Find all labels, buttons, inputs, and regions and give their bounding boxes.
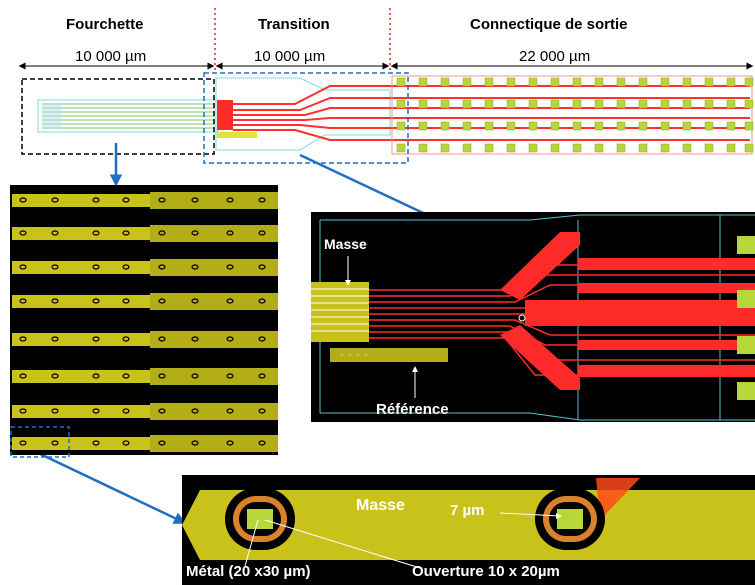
dimension-transition: 10 000 µm: [254, 48, 326, 65]
select-box-tip: [10, 426, 70, 458]
overview-pads: [396, 77, 754, 153]
header-fourchette: Fourchette: [66, 16, 144, 33]
via-left: [225, 488, 295, 550]
label-metal: Métal (20 x30 µm): [186, 563, 311, 580]
fourchette-holes: [19, 197, 266, 446]
header-connectique: Connectique de sortie: [470, 16, 628, 33]
label-ouverture: Ouverture 10 x 20µm: [412, 563, 560, 580]
label-masse-transition: Masse: [324, 236, 367, 252]
label-7um: 7 µm: [450, 502, 485, 519]
arrow-to-tip-zoom: [35, 450, 187, 524]
label-masse-tip: Masse: [356, 497, 405, 514]
dimension-connectique: 22 000 µm: [519, 48, 591, 65]
transition-zoom: [311, 212, 755, 422]
header-transition: Transition: [258, 16, 330, 33]
select-box-transition: [203, 72, 409, 164]
via-right: [535, 488, 605, 550]
tip-zoom: [182, 475, 755, 585]
select-box-fourchette: [21, 78, 215, 155]
fourchette-zoom: [10, 185, 278, 458]
dimension-fourchette: 10 000 µm: [75, 48, 147, 65]
label-reference: Référence: [376, 401, 449, 418]
overview-layout: [21, 72, 754, 164]
